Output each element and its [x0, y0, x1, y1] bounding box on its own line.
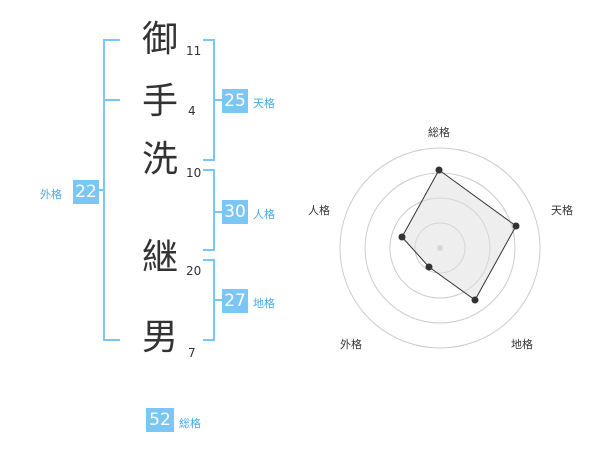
soukaku-badge: 52 — [146, 408, 174, 432]
radar-polygon — [401, 169, 517, 301]
stroke-count-4: 20 — [186, 264, 202, 278]
tenkaku-label: 天格 — [253, 97, 275, 110]
name-char-2: 手 — [141, 81, 178, 122]
radar-label-tenkaku: 天格 — [551, 204, 573, 217]
name-char-5: 男 — [141, 317, 178, 358]
jinkaku-label: 人格 — [253, 208, 275, 221]
radar-point-soukaku — [435, 166, 443, 174]
radar-point-jinkaku — [398, 233, 406, 241]
name-char-3: 洗 — [141, 139, 178, 180]
stroke-count-1: 11 — [186, 44, 202, 58]
stroke-count-3: 10 — [186, 166, 202, 180]
name-char-1: 御 — [141, 19, 178, 60]
radar-point-chikaku — [471, 296, 479, 304]
stroke-count-5: 7 — [188, 346, 196, 360]
gaikaku-badge: 22 — [73, 180, 99, 204]
radar-label-chikaku: 地格 — [511, 338, 533, 351]
radar-point-gaikaku — [425, 263, 433, 271]
chikaku-badge: 27 — [222, 289, 248, 313]
radar-ring-4 — [339, 147, 541, 349]
radar-label-soukaku: 総格 — [428, 126, 450, 139]
radar-label-gaikaku: 外格 — [340, 338, 362, 351]
chikaku-label: 地格 — [253, 297, 275, 310]
tenkaku-badge: 25 — [222, 89, 248, 113]
radar-point-tenkaku — [512, 222, 520, 230]
stroke-count-2: 4 — [188, 104, 196, 118]
name-char-4: 継 — [141, 237, 178, 278]
gaikaku-label: 外格 — [40, 188, 62, 201]
jinkaku-badge: 30 — [222, 200, 248, 224]
radar-label-jinkaku: 人格 — [308, 204, 330, 217]
soukaku-label: 総格 — [179, 417, 201, 430]
